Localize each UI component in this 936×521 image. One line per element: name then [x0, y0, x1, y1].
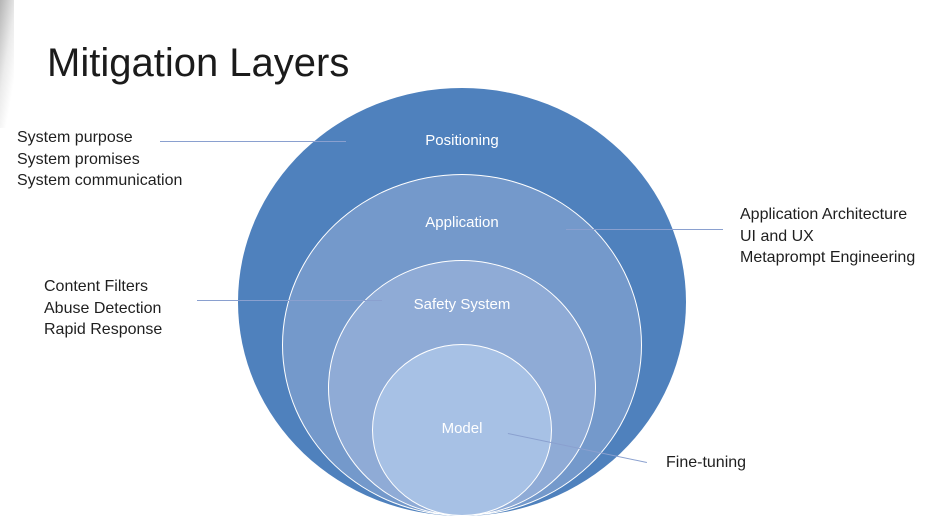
annotation-application: Application Architecture UI and UX Metap…: [740, 204, 915, 269]
annotation-line: System communication: [17, 172, 183, 190]
annotation-line: Content Filters: [44, 278, 149, 295]
connector-line-positioning: [160, 141, 346, 142]
annotation-line: Fine-tuning: [666, 454, 747, 471]
annotation-line: Application Architecture: [740, 206, 908, 223]
annotation-line: System promises: [17, 150, 140, 168]
connector-line-application: [566, 229, 723, 230]
annotation-model: Fine-tuning: [666, 452, 746, 474]
annotation-line: Metaprompt Engineering: [740, 249, 916, 267]
slide-edge-shadow: [0, 0, 14, 128]
connector-line-safety-system: [197, 300, 382, 301]
annotation-safety-system: Content Filters Abuse Detection Rapid Re…: [44, 276, 162, 341]
annotation-line: Rapid Response: [44, 321, 163, 339]
layer-label-positioning: Positioning: [425, 132, 499, 149]
layer-circle-model: [372, 344, 552, 516]
slide-title: Mitigation Layers: [47, 41, 350, 85]
layer-label-model: Model: [441, 420, 483, 437]
layer-label-safety-system: Safety System: [413, 296, 511, 313]
annotation-line: System purpose: [17, 129, 133, 146]
layer-label-application: Application: [425, 214, 499, 231]
annotation-line: Abuse Detection: [44, 299, 162, 317]
annotation-positioning: System purpose System promises System co…: [17, 127, 182, 192]
annotation-line: UI and UX: [740, 227, 814, 245]
